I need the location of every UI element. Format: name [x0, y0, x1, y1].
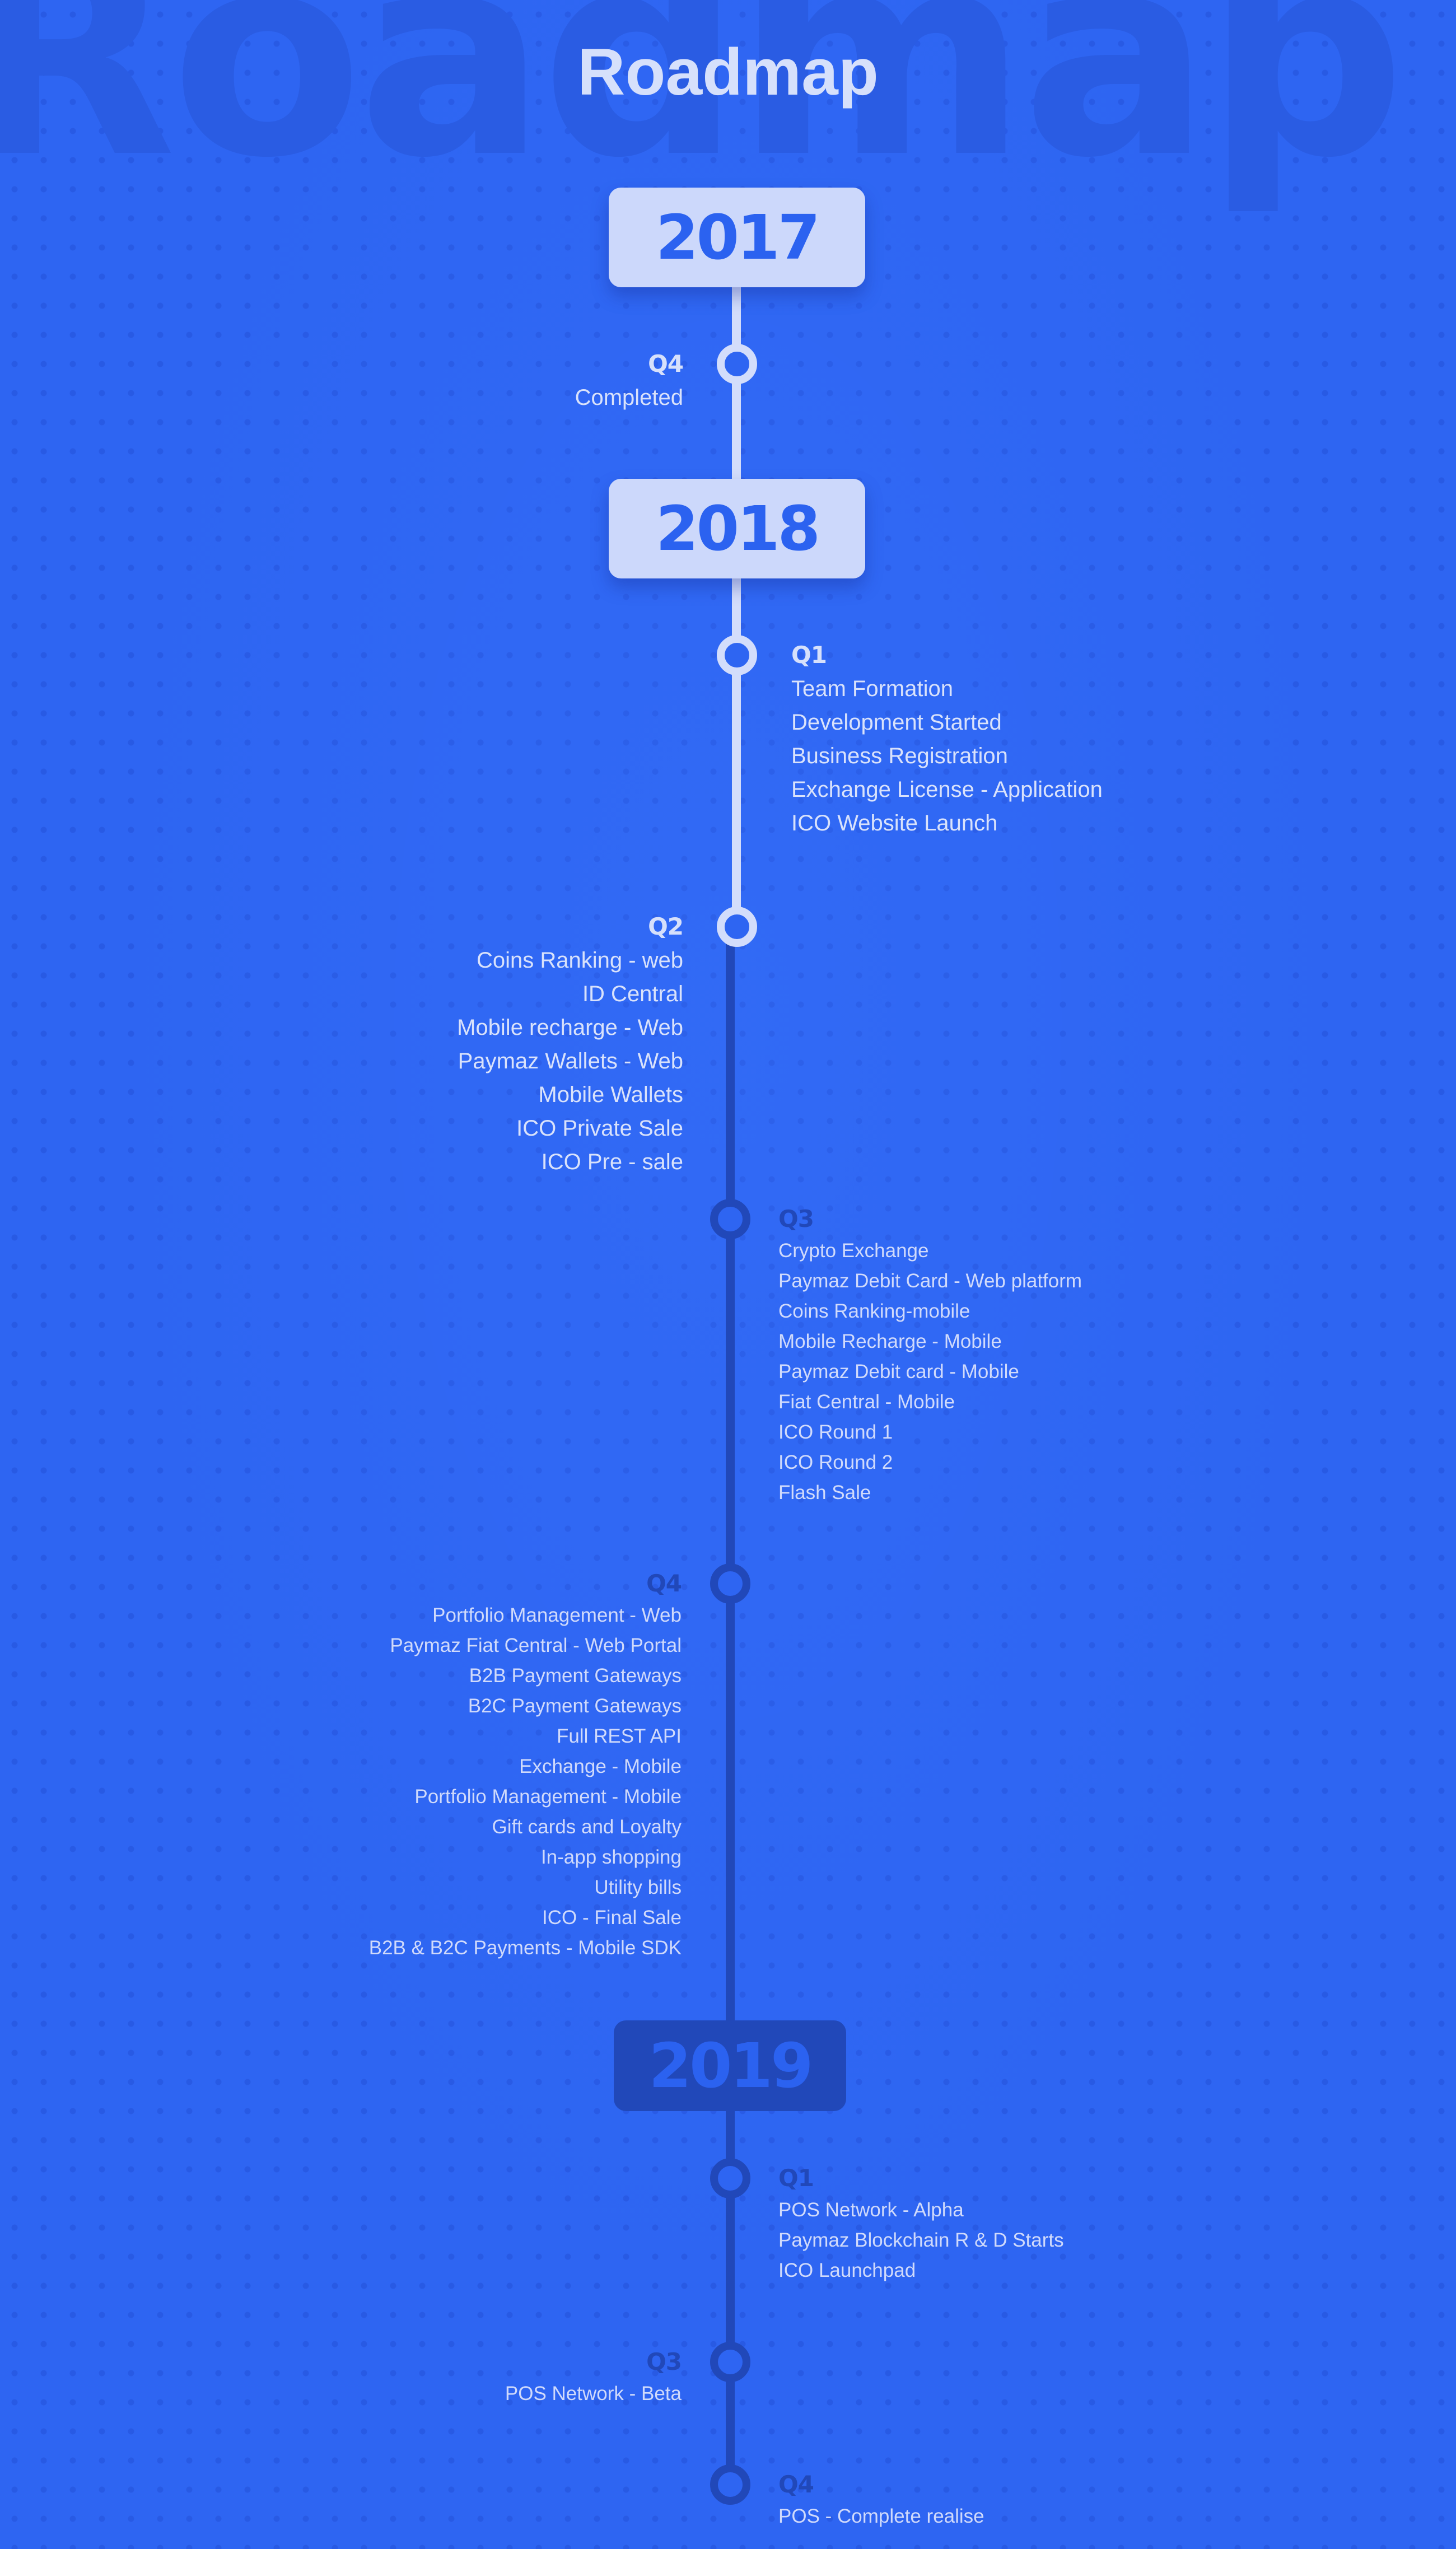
- milestone-item: ICO Pre - sale: [541, 1150, 683, 1174]
- milestone-item: Full REST API: [556, 1725, 682, 1747]
- timeline-completed-line: [732, 269, 741, 930]
- quarter-2019-q1: Q1 POS Network - Alpha Paymaz Blockchain…: [778, 2161, 1064, 2286]
- milestone-item: ICO Round 2: [778, 1451, 893, 1473]
- milestone-item: ICO Private Sale: [516, 1116, 683, 1141]
- milestone-item: Paymaz Wallets - Web: [458, 1049, 683, 1073]
- quarter-2018-q3: Q3 Crypto Exchange Paymaz Debit Card - W…: [778, 1202, 1082, 1508]
- milestone-item: Paymaz Debit card - Mobile: [778, 1361, 1019, 1383]
- milestone-item: Coins Ranking - web: [476, 948, 683, 973]
- year-badge-2019: 2019: [614, 2020, 846, 2111]
- timeline-node-2019-q4: [710, 2464, 750, 2505]
- quarter-label: Q1: [778, 2164, 814, 2192]
- milestone-item: Crypto Exchange: [778, 1240, 929, 1262]
- milestone-item: Portfolio Management - Mobile: [414, 1786, 682, 1808]
- milestone-item: B2B Payment Gateways: [469, 1665, 682, 1687]
- quarter-2018-q4: Q4 Portfolio Management - Web Paymaz Fia…: [369, 1567, 682, 1963]
- quarter-label: Q3: [778, 1205, 814, 1233]
- timeline-node-2018-q1: [717, 635, 757, 675]
- milestone-item: Paymaz Debit Card - Web platform: [778, 1270, 1082, 1292]
- milestone-item: Exchange - Mobile: [519, 1756, 682, 1777]
- quarter-2018-q2: Q2 Coins Ranking - web ID Central Mobile…: [457, 910, 684, 1179]
- milestone-item: Portfolio Management - Web: [432, 1604, 682, 1626]
- quarter-label: Q4: [648, 350, 684, 377]
- year-badge-2018: 2018: [609, 479, 865, 578]
- milestone-item: B2C Payment Gateways: [468, 1695, 682, 1717]
- milestone-item: POS Network - Beta: [505, 2383, 682, 2405]
- milestone-item: B2B & B2C Payments - Mobile SDK: [368, 1937, 682, 1959]
- timeline-node-2018-q4: [710, 1563, 750, 1604]
- quarter-label: Q2: [648, 913, 684, 940]
- quarter-label: Q3: [646, 2348, 682, 2375]
- quarter-2017-q4: Q4 Completed: [575, 347, 684, 414]
- milestone-item: Coins Ranking-mobile: [778, 1300, 970, 1322]
- milestone-item: ICO Round 1: [778, 1421, 893, 1443]
- quarter-2019-q3: Q3 POS Network - Beta: [505, 2345, 682, 2409]
- milestone-item: POS - Complete realise: [778, 2505, 984, 2527]
- milestone-item: ICO Website Launch: [791, 811, 998, 835]
- timeline-node-2018-q2: [717, 907, 757, 947]
- milestone-item: ID Central: [582, 982, 683, 1006]
- milestone-item: Gift cards and Loyalty: [492, 1816, 682, 1838]
- milestone-item: Flash Sale: [778, 1482, 871, 1504]
- milestone-item: ICO - Final Sale: [542, 1907, 682, 1929]
- timeline-node-2019-q3: [710, 2342, 750, 2382]
- milestone-item: Mobile Recharge - Mobile: [778, 1330, 1002, 1352]
- quarter-label: Q4: [778, 2471, 814, 2498]
- milestone-item: Development Started: [791, 710, 1002, 735]
- milestone-item: Paymaz Blockchain R & D Starts: [778, 2229, 1064, 2251]
- page-title: Roadmap: [577, 35, 879, 109]
- milestone-item: POS Network - Alpha: [778, 2199, 964, 2221]
- timeline-node-2019-q1: [710, 2158, 750, 2198]
- milestone-item: Completed: [575, 385, 683, 410]
- milestone-item: Mobile Wallets: [538, 1082, 683, 1107]
- milestone-item: Team Formation: [791, 676, 953, 701]
- milestone-item: Fiat Central - Mobile: [778, 1391, 955, 1413]
- quarter-2019-q4: Q4 POS - Complete realise: [778, 2468, 984, 2532]
- milestone-item: Paymaz Fiat Central - Web Portal: [390, 1635, 682, 1656]
- timeline-node-2017-q4: [717, 344, 757, 384]
- quarter-label: Q4: [646, 1570, 682, 1597]
- milestone-item: Mobile recharge - Web: [457, 1015, 683, 1040]
- milestone-item: Exchange License - Application: [791, 777, 1103, 802]
- background-watermark-word: Roadmap: [0, 0, 1406, 219]
- quarter-label: Q1: [791, 641, 827, 669]
- milestone-item: ICO Launchpad: [778, 2259, 916, 2281]
- timeline-upcoming-line: [726, 927, 735, 2495]
- milestone-item: Utility bills: [594, 1876, 682, 1898]
- timeline-node-2018-q3: [710, 1199, 750, 1239]
- milestone-item: Business Registration: [791, 744, 1008, 768]
- quarter-2018-q1: Q1 Team Formation Development Started Bu…: [791, 638, 1103, 840]
- milestone-item: In-app shopping: [540, 1846, 682, 1868]
- year-badge-2017: 2017: [609, 188, 865, 287]
